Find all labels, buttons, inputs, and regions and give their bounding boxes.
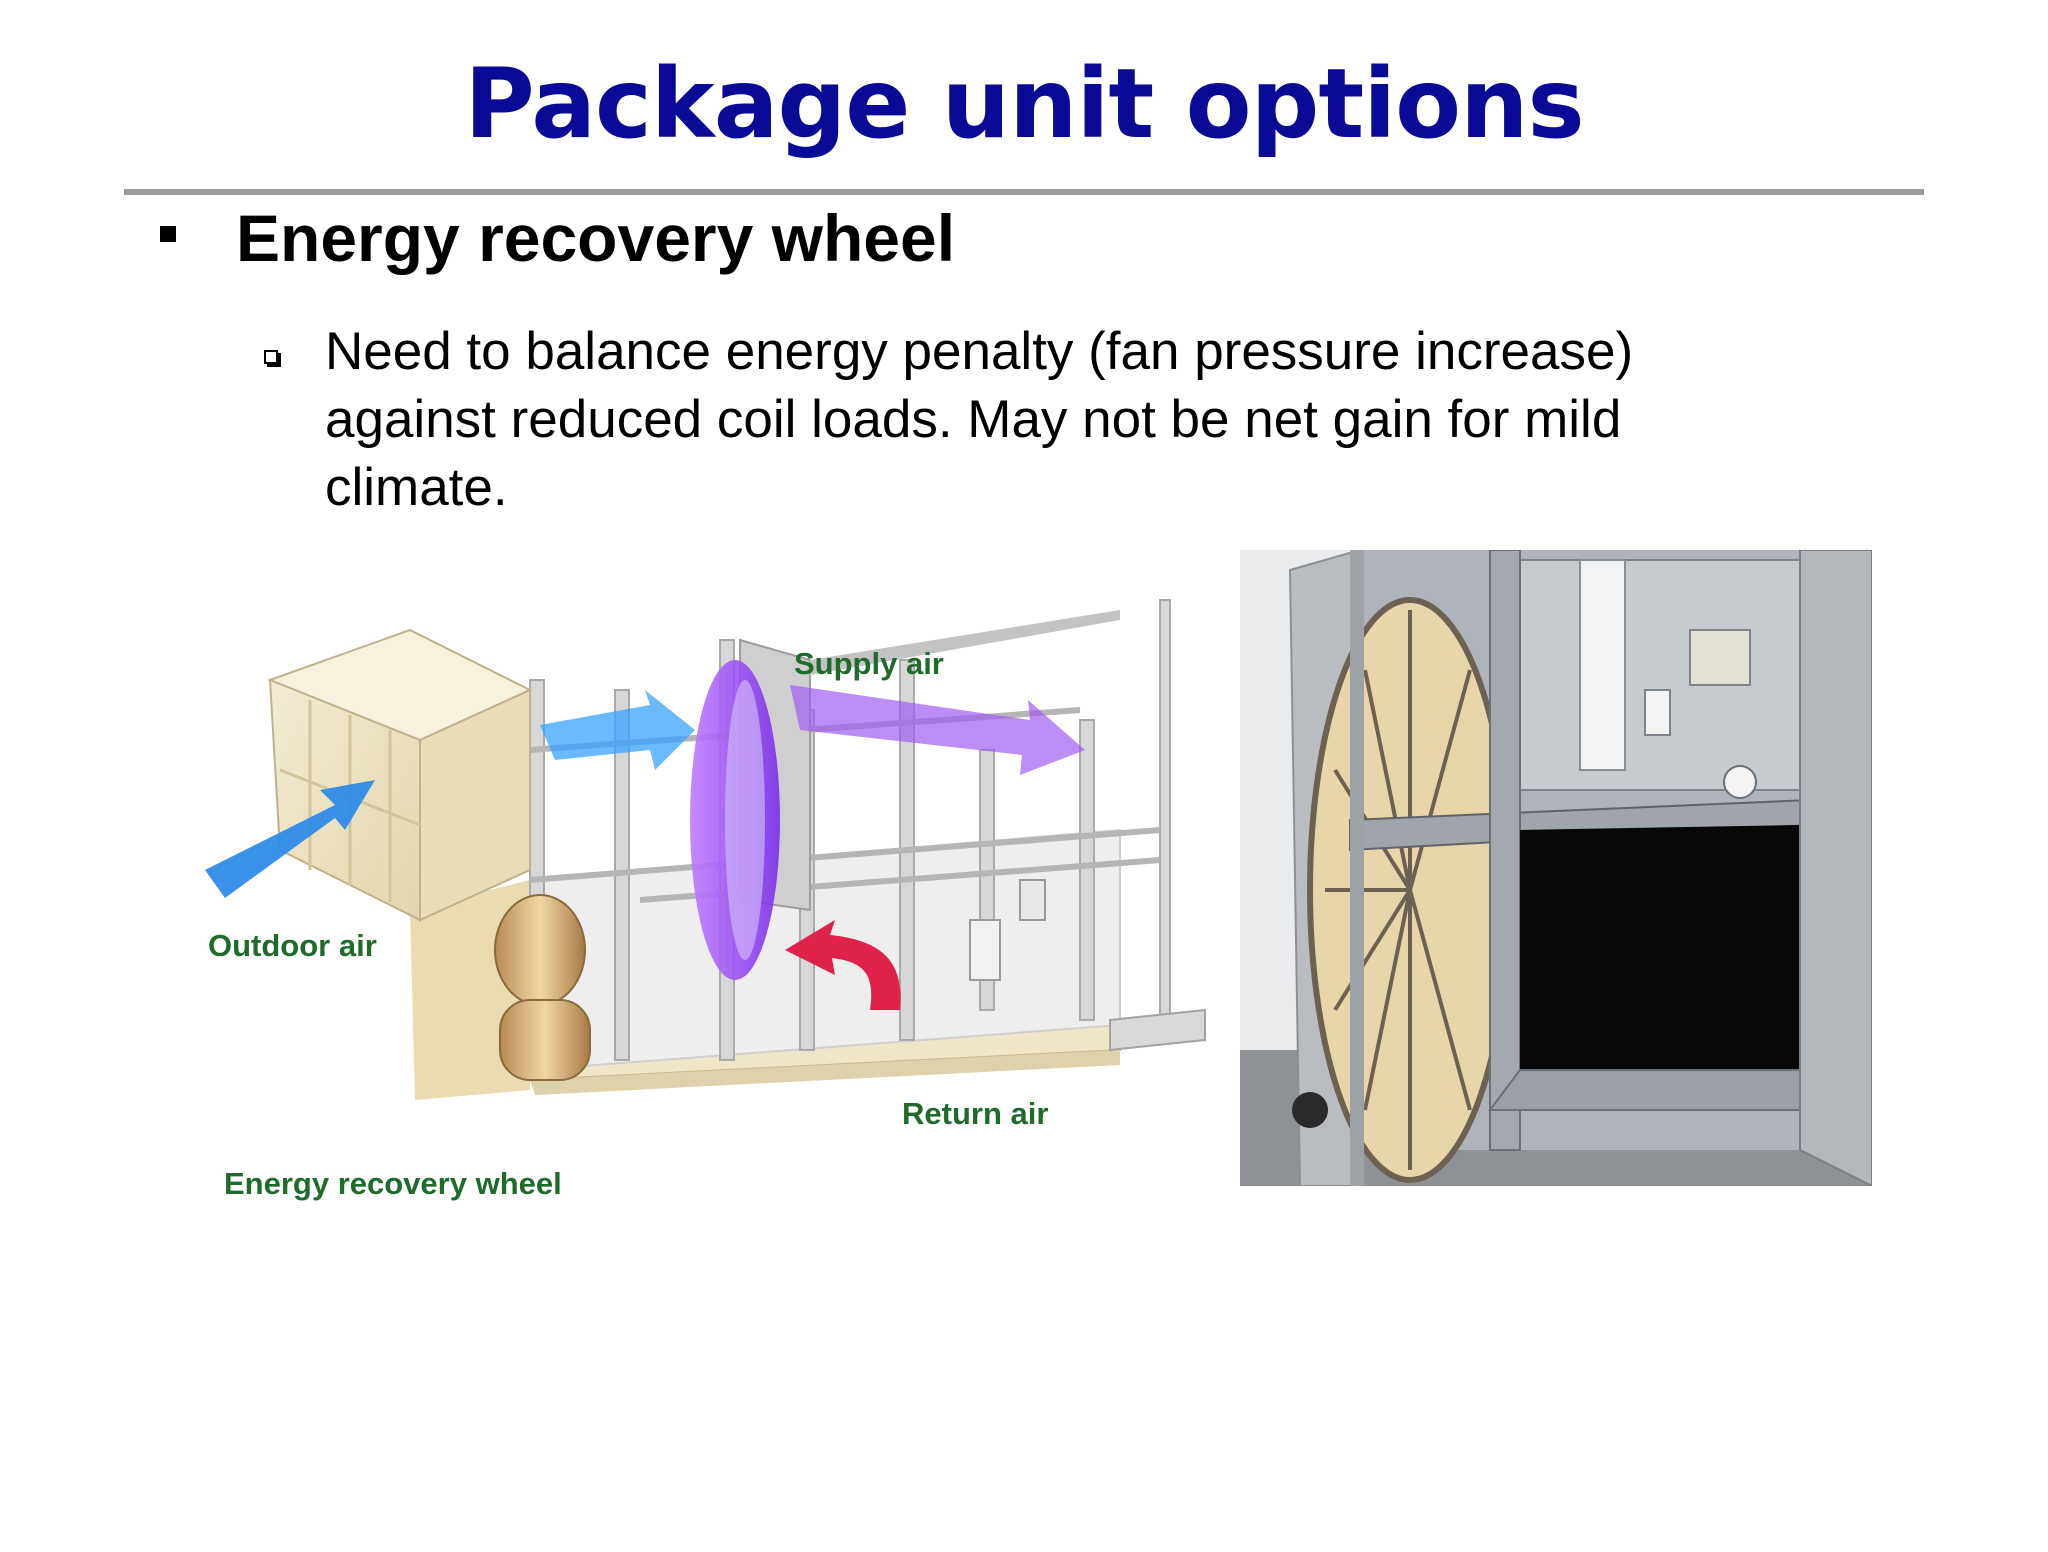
slide-title: Package unit options [464, 48, 1584, 160]
cutaway-unit-illustration [205, 599, 1206, 1100]
sub-bullet-text: Need to balance energy penalty (fan pres… [325, 322, 1634, 517]
outdoor-air-label: Outdoor air [208, 928, 377, 963]
hollow-square-bullet-icon [264, 350, 278, 364]
diagram-caption: Energy recovery wheel [224, 1166, 562, 1201]
supply-air-label: Supply air [794, 646, 944, 681]
energy-recovery-wheel-photo [1240, 550, 1872, 1186]
square-bullet-icon [160, 226, 176, 242]
return-air-label: Return air [902, 1096, 1049, 1131]
bullet-heading: Energy recovery wheel [236, 201, 956, 275]
title-divider [124, 189, 1924, 195]
wheel-cabinet-photo-illustration [1240, 550, 1872, 1186]
energy-recovery-wheel-diagram: Supply air Outdoor air Return air Energy… [200, 580, 1210, 1220]
